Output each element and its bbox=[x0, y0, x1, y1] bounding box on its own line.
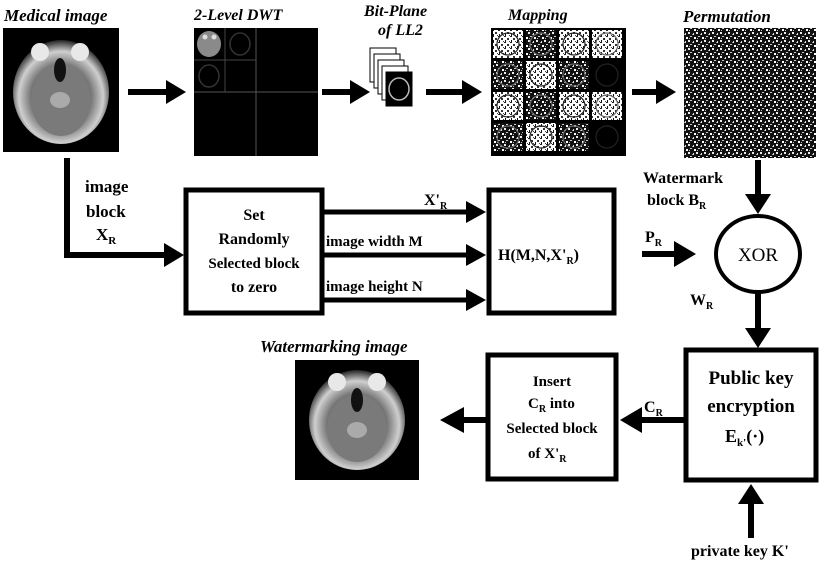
dwt-image bbox=[194, 28, 318, 156]
medical-image-label: Medical image bbox=[3, 6, 108, 25]
x-r-label: X'R bbox=[424, 192, 448, 212]
image-height-label: image height N bbox=[326, 279, 423, 295]
mapping-tile-ring bbox=[595, 94, 619, 118]
watermark-label-1: Watermark bbox=[643, 170, 723, 187]
w-r-label: WR bbox=[690, 292, 714, 312]
insert-box bbox=[485, 352, 619, 482]
mapping-tile-ring bbox=[529, 63, 553, 87]
watermark-label-2: block BR bbox=[647, 192, 707, 212]
mapping-tile-ring bbox=[562, 63, 586, 87]
mapping-tile bbox=[493, 61, 523, 89]
c-r-label: CR bbox=[644, 399, 664, 419]
image-width-label: image width M bbox=[326, 234, 423, 250]
insert-line-4: of X'R bbox=[528, 446, 567, 465]
dwt-label: 2-Level DWT bbox=[193, 7, 284, 24]
mapping-tile bbox=[493, 123, 523, 151]
bitplane-label-2: of LL2 bbox=[378, 22, 423, 39]
set-random-line-1: Set bbox=[243, 207, 265, 224]
set-random-line-4: to zero bbox=[231, 279, 277, 296]
mapping-tile bbox=[526, 123, 556, 151]
insert-line-1: Insert bbox=[533, 374, 571, 390]
mapping-tile-ring bbox=[595, 32, 619, 56]
permutation-image bbox=[684, 28, 816, 158]
top-arrows bbox=[128, 80, 676, 104]
hash-label: H(M,N,X'R) bbox=[498, 247, 579, 267]
image-block-label-1: image bbox=[85, 177, 129, 196]
mapping-grid bbox=[491, 28, 626, 156]
mapping-tile bbox=[559, 123, 589, 151]
public-key-line-1: Public key bbox=[709, 368, 794, 389]
public-key-box bbox=[683, 347, 819, 483]
bitplane-stack bbox=[369, 47, 413, 107]
insert-line-3: Selected block bbox=[506, 421, 598, 437]
mapping-tile bbox=[559, 92, 589, 120]
mapping-tile-ring bbox=[529, 94, 553, 118]
mapping-tile-ring bbox=[562, 94, 586, 118]
mapping-tile bbox=[493, 30, 523, 58]
mapping-tile bbox=[493, 92, 523, 120]
mapping-tile bbox=[559, 61, 589, 89]
mapping-tile-ring bbox=[529, 32, 553, 56]
mapping-tile-ring bbox=[562, 32, 586, 56]
mapping-tile-ring bbox=[496, 32, 520, 56]
set-random-line-3: Selected block bbox=[208, 256, 300, 272]
bitplane-label-1: Bit-Plane bbox=[363, 3, 427, 20]
w-r-arrow bbox=[745, 292, 771, 348]
mapping-tile bbox=[526, 61, 556, 89]
mapping-tile bbox=[526, 92, 556, 120]
mapping-tile-ring bbox=[496, 125, 520, 149]
mapping-tile-ring bbox=[562, 125, 586, 149]
mapping-tile bbox=[592, 92, 622, 120]
watermarking-image bbox=[295, 360, 419, 480]
insert-line-2: CR into bbox=[528, 396, 575, 415]
private-key-label: private key K' bbox=[691, 543, 789, 560]
image-block-label-2: block bbox=[86, 202, 126, 221]
xor-label: XOR bbox=[738, 245, 778, 266]
mapping-label: Mapping bbox=[507, 7, 568, 24]
image-block-arrow bbox=[64, 158, 184, 267]
mapping-tile bbox=[592, 30, 622, 58]
mapping-tile-ring bbox=[496, 94, 520, 118]
mapping-tile-ring bbox=[595, 125, 619, 149]
private-key-arrow bbox=[738, 484, 764, 538]
image-block-label-3: XR bbox=[96, 225, 117, 247]
mapping-tile bbox=[559, 30, 589, 58]
permutation-label: Permutation bbox=[682, 7, 771, 26]
p-r-label: PR bbox=[645, 229, 663, 249]
output-arrow bbox=[440, 407, 486, 433]
set-random-box bbox=[183, 187, 325, 316]
hash-box bbox=[486, 187, 617, 316]
medical-image bbox=[3, 28, 119, 152]
public-key-line-2: encryption bbox=[707, 396, 795, 417]
public-key-line-3: Ek'(·) bbox=[725, 426, 764, 449]
mapping-tile bbox=[526, 30, 556, 58]
mapping-tile bbox=[592, 61, 622, 89]
p-r-arrow bbox=[642, 241, 696, 267]
mapping-tile-ring bbox=[529, 125, 553, 149]
watermark-arrow bbox=[745, 160, 771, 214]
mapping-tile-ring bbox=[496, 63, 520, 87]
watermarking-image-label: Watermarking image bbox=[260, 337, 408, 356]
hash-input-arrows bbox=[322, 201, 486, 311]
mapping-tile-ring bbox=[595, 63, 619, 87]
c-r-arrow bbox=[620, 407, 684, 433]
set-random-line-2: Randomly bbox=[218, 231, 289, 248]
mapping-tile bbox=[592, 123, 622, 151]
